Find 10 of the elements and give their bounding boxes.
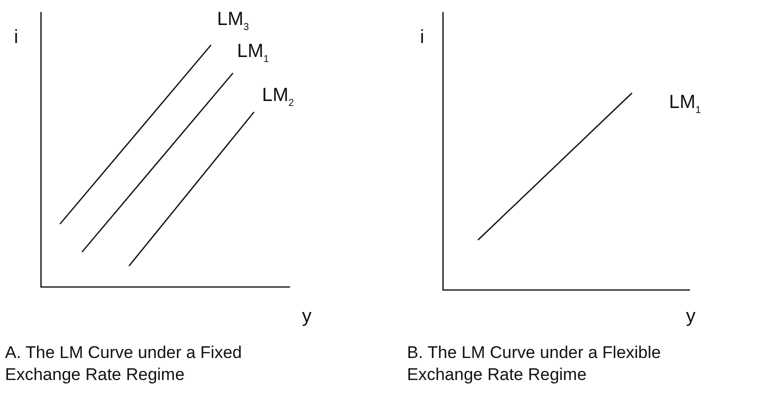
- axis-label: i: [420, 28, 424, 49]
- axis-label: y: [686, 307, 696, 328]
- axis-label: y: [302, 307, 312, 328]
- curve-label: LM$_{1}$: [669, 93, 701, 116]
- panel-caption: B. The LM Curve under a Flexible Exchange Rate Regime: [407, 342, 662, 386]
- curve-label: LM$_{3}$: [217, 10, 249, 33]
- curve-label: LM$_{2}$: [262, 86, 294, 109]
- curve-label: LM$_{1}$: [237, 42, 269, 65]
- axis-label: i: [14, 28, 18, 49]
- panel-caption: A. The LM Curve under a Fixed Exchange Rate Regime: [5, 342, 243, 386]
